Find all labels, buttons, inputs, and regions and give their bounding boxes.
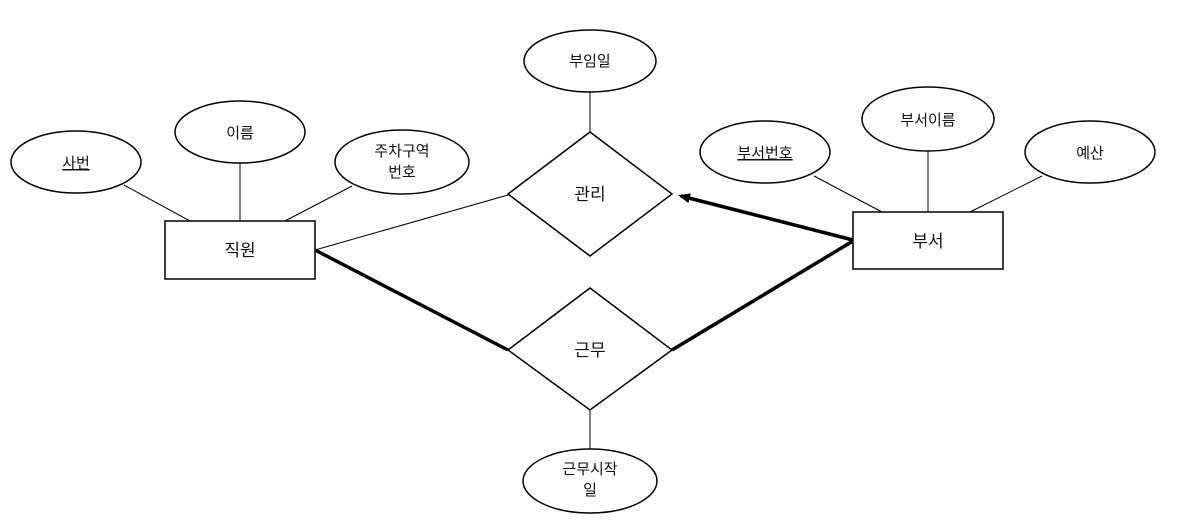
attribute-parking-zone-label-line1: 주차구역 bbox=[374, 142, 429, 160]
entity-department-label: 부서 bbox=[912, 232, 943, 252]
relationship-works-in bbox=[506, 287, 674, 411]
connector-employee-manages bbox=[314, 194, 509, 251]
attribute-dept-no-label: 부서번호 bbox=[737, 144, 792, 162]
attribute-dept-no bbox=[699, 120, 831, 184]
entity-employee-label: 직원 bbox=[224, 241, 255, 261]
connector-dept-no bbox=[813, 175, 883, 213]
relationship-manages-label: 관리 bbox=[574, 185, 605, 205]
attribute-parking-zone bbox=[334, 129, 470, 195]
connector-budget bbox=[969, 175, 1043, 213]
attribute-dept-name bbox=[861, 86, 995, 152]
attribute-work-start-label-line1: 근무시작 bbox=[562, 460, 617, 478]
attribute-budget bbox=[1024, 120, 1156, 184]
relationship-manages bbox=[506, 131, 674, 257]
attribute-parking-zone-label-line2: 번호 bbox=[388, 163, 416, 181]
attribute-name bbox=[174, 100, 306, 164]
connector-department-manages-arrow bbox=[678, 193, 854, 242]
attribute-dept-name-label: 부서이름 bbox=[900, 111, 955, 129]
attribute-work-start bbox=[522, 448, 658, 514]
relationship-works-in-label: 근무 bbox=[574, 341, 605, 361]
connector-employee-id bbox=[123, 184, 191, 222]
attribute-employee-id bbox=[10, 130, 142, 194]
attribute-budget-label: 예산 bbox=[1076, 144, 1104, 162]
attribute-work-start-label-line2: 일 bbox=[583, 481, 597, 499]
attribute-name-label: 이름 bbox=[226, 124, 254, 142]
entity-department bbox=[852, 211, 1004, 270]
connector-employee-works-in bbox=[314, 248, 509, 352]
connector-department-works-in bbox=[671, 239, 854, 352]
attribute-start-date bbox=[523, 29, 657, 93]
attribute-start-date-label: 부임일 bbox=[569, 52, 610, 70]
attribute-employee-id-label: 사번 bbox=[62, 154, 90, 172]
entity-employee bbox=[164, 220, 316, 280]
connector-parking-zone bbox=[284, 185, 353, 222]
